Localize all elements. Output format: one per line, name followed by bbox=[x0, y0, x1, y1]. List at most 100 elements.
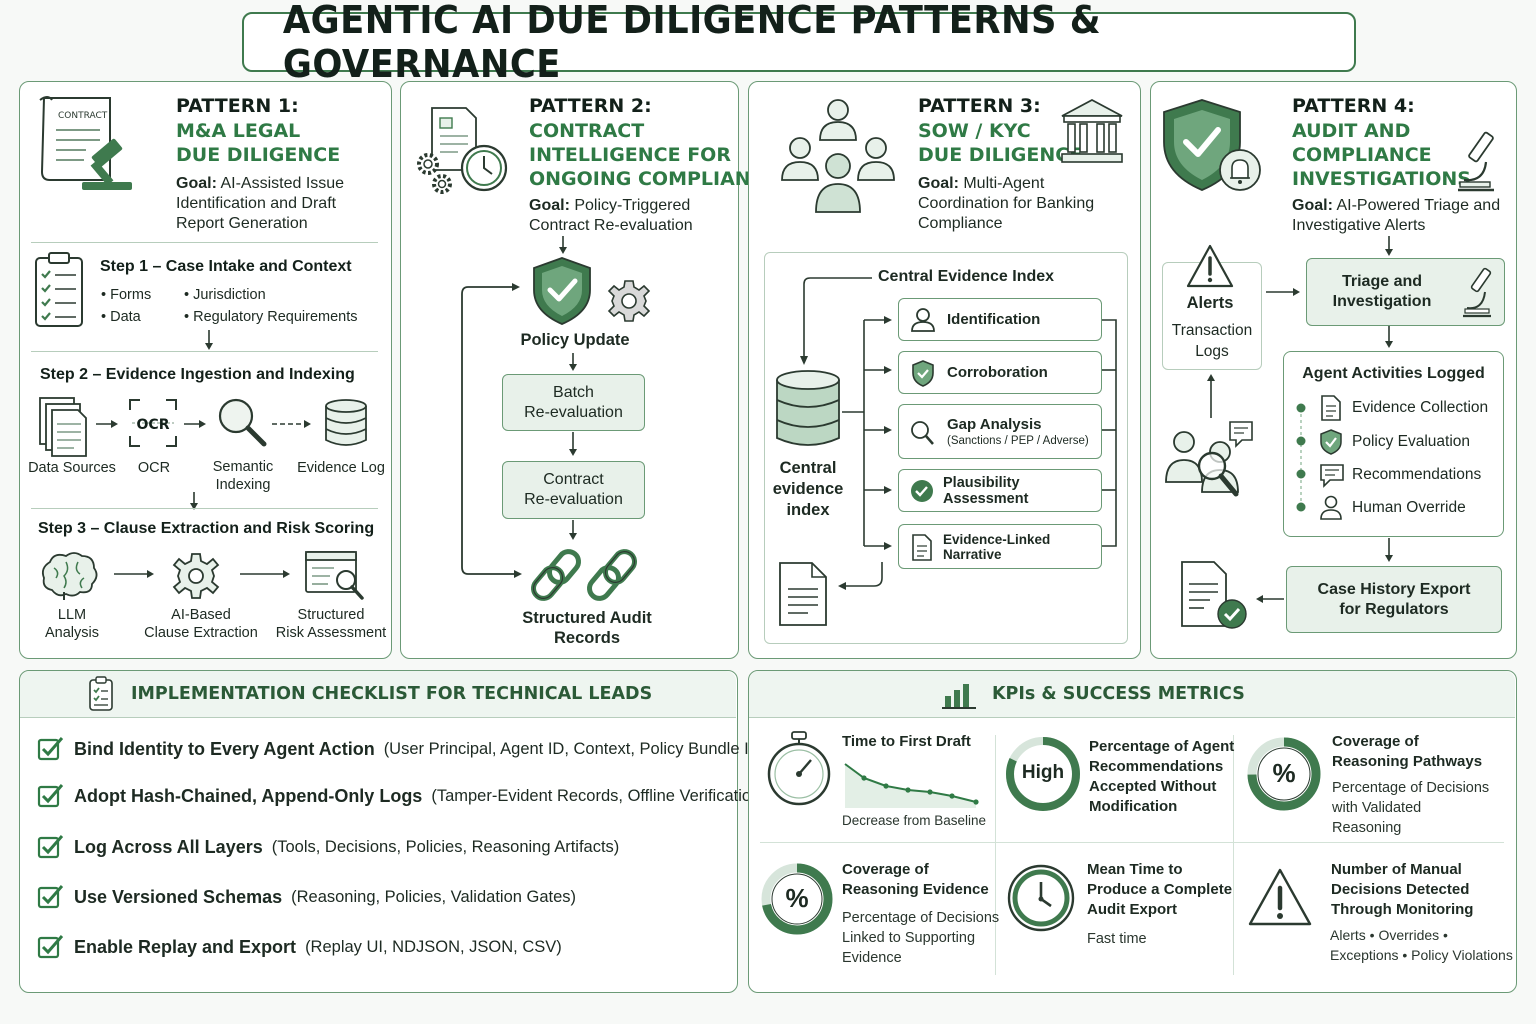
arrow-down-icon bbox=[1385, 236, 1393, 256]
checklist-item-detail: (Tamper-Evident Records, Offline Verific… bbox=[431, 786, 766, 805]
database-icon bbox=[325, 399, 367, 446]
pattern4-goal: Goal: AI-Powered Triage and Investigativ… bbox=[1292, 196, 1502, 236]
arrow-right-icon bbox=[240, 570, 290, 578]
goal-text: AI-Assisted Issue Identification and Dra… bbox=[176, 175, 345, 232]
branch-connectors bbox=[838, 316, 1117, 590]
activity-evidence-collection: Evidence Collection bbox=[1318, 394, 1488, 422]
clock-icon bbox=[1007, 864, 1075, 932]
arrow-left-icon bbox=[1256, 595, 1284, 603]
activity-label: Recommendations bbox=[1352, 466, 1482, 483]
arrow-right-icon bbox=[184, 420, 206, 428]
high-gauge-icon bbox=[1006, 737, 1080, 811]
kpis-panel bbox=[748, 670, 1517, 993]
divider bbox=[31, 351, 378, 353]
step3-node-clause: AI-Based Clause Extraction bbox=[144, 607, 258, 641]
step2-node-ocr: OCR bbox=[137, 460, 171, 476]
agent-activities-box bbox=[1283, 351, 1504, 537]
checklist-item-title: Bind Identity to Every Agent Action bbox=[74, 738, 375, 759]
checklist-item-title: Use Versioned Schemas bbox=[74, 886, 283, 907]
kpi3-title: Coverage of Reasoning Pathways bbox=[1332, 733, 1483, 770]
pattern3-label: PATTERN 3: bbox=[918, 95, 1041, 117]
microscope-icon bbox=[1458, 131, 1494, 192]
step2-node-evidence-log: Evidence Log bbox=[297, 460, 385, 476]
checklist-item-title: Log Across All Layers bbox=[74, 836, 263, 857]
brain-icon bbox=[41, 552, 98, 600]
kpi3-badge: % bbox=[1272, 758, 1296, 788]
arrow-down-icon bbox=[569, 353, 577, 371]
gear-icon bbox=[607, 280, 651, 322]
document-clock-gears-icon bbox=[417, 107, 508, 194]
pattern1-label: PATTERN 1: bbox=[176, 95, 299, 117]
step1-title: Step 1 – Case Intake and Context bbox=[100, 258, 352, 275]
kpi-divider-v bbox=[995, 735, 996, 975]
checklist-item-title: Adopt Hash-Chained, Append-Only Logs bbox=[74, 785, 423, 806]
contract-gavel-icon: CONTRACT bbox=[39, 96, 132, 190]
goal-text: AI-Powered Triage and Investigative Aler… bbox=[1292, 197, 1501, 234]
shield-bell-icon bbox=[1163, 99, 1261, 191]
agent-activities-title: Agent Activities Logged bbox=[1302, 365, 1485, 382]
percent-ring-icon bbox=[761, 863, 833, 935]
check-circle-icon bbox=[911, 479, 933, 502]
magnifier-icon bbox=[911, 420, 934, 445]
pattern2-goal: Goal: Policy-Triggered Contract Re-evalu… bbox=[529, 196, 729, 236]
activity-label: Human Override bbox=[1352, 499, 1466, 516]
people-group-icon bbox=[781, 99, 895, 213]
activity-label: Policy Evaluation bbox=[1352, 433, 1471, 450]
checklist-item-detail: (Tools, Decisions, Policies, Reasoning A… bbox=[271, 837, 620, 856]
arrow-right-icon bbox=[1266, 288, 1300, 296]
page-title: AGENTIC AI DUE DILIGENCE PATTERNS & GOVE… bbox=[282, 0, 1102, 86]
kpi6-title: Number of Manual Decisions Detected Thro… bbox=[1331, 861, 1474, 918]
divider bbox=[31, 242, 378, 244]
arrow-right-icon bbox=[96, 420, 118, 428]
narrative-box: Evidence-Linked Narrative bbox=[898, 524, 1102, 569]
arrow-down-icon bbox=[1385, 326, 1393, 348]
checkbox-checked-icon bbox=[37, 935, 64, 959]
checkbox-checked-icon bbox=[37, 737, 64, 761]
kpi-divider-h bbox=[760, 842, 1504, 843]
kpi6-sub: Alerts • Overrides • Exceptions • Policy… bbox=[1330, 927, 1513, 963]
checkbox-checked-icon bbox=[37, 784, 64, 808]
goal-text: Policy-Triggered Contract Re-evaluation bbox=[529, 197, 693, 234]
kpi3-sub: Percentage of Decisions with Validated R… bbox=[1332, 780, 1490, 836]
pattern1-name: M&A LEGAL DUE DILIGENCE bbox=[176, 120, 341, 166]
step1-bullet-data: • Data bbox=[101, 309, 141, 325]
item-label: Plausibility Assessment bbox=[943, 474, 1029, 507]
kpi4-title: Coverage of Reasoning Evidence bbox=[842, 861, 989, 898]
document-icon bbox=[912, 533, 932, 561]
checklist-item: Enable Replay and Export(Replay UI, NDJS… bbox=[37, 932, 562, 962]
kpi4-badge: % bbox=[785, 883, 809, 913]
contract-label: CONTRACT bbox=[58, 111, 108, 121]
clipboard-checklist-icon bbox=[35, 252, 83, 327]
batch-reevaluation-box: Batch Re-evaluation bbox=[502, 374, 645, 431]
checklist-item: Log Across All Layers (Tools, Decisions, … bbox=[37, 832, 620, 862]
kpi2-badge: High bbox=[1021, 762, 1065, 783]
warning-triangle-icon bbox=[1186, 244, 1234, 288]
pattern3-goal: Goal: Multi-Agent Coordination for Banki… bbox=[918, 174, 1098, 234]
evidence-index-frame bbox=[764, 252, 1128, 644]
transaction-logs-label: Transaction Logs bbox=[1171, 322, 1253, 360]
gap-analysis-box: Gap Analysis (Sanctions / PEP / Adverse) bbox=[898, 404, 1102, 459]
document-check-icon bbox=[1181, 561, 1247, 629]
arrow-down-icon bbox=[569, 432, 577, 456]
step3-title: Step 3 – Clause Extraction and Risk Scor… bbox=[38, 520, 375, 537]
document-icon bbox=[779, 562, 827, 626]
dashed-arrow-icon bbox=[272, 420, 311, 428]
arrow-up-icon bbox=[1207, 374, 1215, 418]
checklist-item-title: Enable Replay and Export bbox=[74, 936, 297, 957]
triage-label: Triage and Investigation bbox=[1332, 273, 1432, 310]
pattern3-name: SOW / KYC DUE DILIGENCE bbox=[918, 120, 1083, 166]
pattern2-name: CONTRACT INTELLIGENCE FOR ONGOING COMPLI… bbox=[529, 120, 778, 190]
checklist-header bbox=[20, 671, 736, 718]
kpi-divider-v bbox=[1233, 735, 1234, 975]
bar-chart-icon bbox=[942, 684, 976, 709]
triage-investigation-box: Triage and Investigation bbox=[1306, 258, 1505, 326]
item-label: Gap Analysis bbox=[947, 416, 1042, 433]
item-label: Identification bbox=[947, 311, 1041, 328]
plausibility-box: Plausibility Assessment bbox=[898, 469, 1102, 512]
step2-node-semantic-indexing: Semantic Indexing bbox=[212, 459, 274, 493]
person-icon bbox=[1320, 495, 1342, 520]
kpi5-title: Mean Time to Produce a Complete Audit Ex… bbox=[1087, 861, 1233, 918]
gear-icon bbox=[172, 553, 220, 599]
item-label: Evidence-Linked Narrative bbox=[943, 531, 1051, 562]
database-icon bbox=[776, 370, 840, 446]
